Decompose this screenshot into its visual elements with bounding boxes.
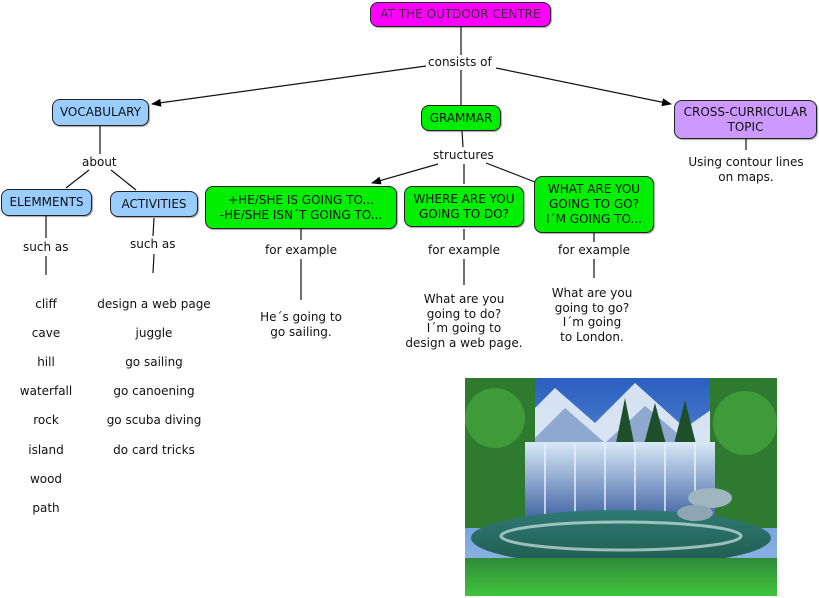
- concept-going-to[interactable]: +HE/SHE IS GOING TO... -HE/SHE ISN´T GOI…: [205, 186, 397, 229]
- concept-vocabulary[interactable]: VOCABULARY: [52, 99, 149, 126]
- connector: [110, 169, 137, 191]
- link-such-as-activities: such as: [128, 237, 178, 251]
- waterfall-landscape-photo: [465, 378, 777, 596]
- list-item: waterfall: [19, 384, 73, 399]
- link-such-as-elements: such as: [21, 240, 71, 254]
- list-item: go canoening: [113, 384, 195, 399]
- list-item: do card tricks: [113, 442, 195, 457]
- list-item: go sailing: [125, 354, 183, 369]
- concept-what-are-you[interactable]: WHAT ARE YOU GOING TO GO? I´M GOING TO..…: [534, 176, 654, 233]
- list-item: design a web page: [97, 296, 211, 311]
- list-item: juggle: [135, 325, 173, 340]
- list-item: path: [32, 500, 60, 515]
- link-consists-of: consists of: [426, 55, 494, 69]
- example-what: What are you going to go? I´m going to L…: [551, 286, 633, 344]
- list-item: wood: [29, 471, 63, 486]
- link-structures: structures: [431, 148, 496, 162]
- concept-root[interactable]: AT THE OUTDOOR CENTRE: [370, 2, 551, 27]
- activities-list: design a web page juggle go sailing go c…: [89, 282, 219, 472]
- cross-curricular-text: Using contour lines on maps.: [688, 155, 804, 184]
- concept-elements[interactable]: ELEMMENTS: [1, 189, 92, 216]
- connector: [152, 217, 155, 237]
- list-item: hill: [37, 354, 55, 369]
- link-for-example-2: for example: [426, 243, 502, 257]
- connector-arrow-going-to: [371, 163, 439, 185]
- concept-grammar[interactable]: GRAMMAR: [421, 105, 501, 131]
- list-item: cliff: [35, 296, 57, 311]
- example-going-to: He´s going to go sailing.: [260, 310, 342, 339]
- connector: [152, 253, 155, 274]
- connector-arrow-vocabulary: [151, 65, 427, 107]
- list-item: island: [28, 442, 64, 457]
- example-where: What are you going to do? I´m going to d…: [405, 292, 523, 350]
- list-item: cave: [31, 325, 61, 340]
- concept-activities[interactable]: ACTIVITIES: [110, 191, 198, 217]
- list-item: rock: [33, 413, 59, 428]
- concept-cross-curricular[interactable]: CROSS-CURRICULAR TOPIC: [674, 100, 817, 139]
- list-item: go scuba diving: [106, 413, 202, 428]
- connector-arrow-cross: [495, 67, 672, 107]
- concept-where-are-you[interactable]: WHERE ARE YOU GOING TO DO?: [404, 186, 524, 227]
- connector: [485, 162, 536, 183]
- link-for-example-1: for example: [263, 243, 339, 257]
- link-about: about: [80, 155, 119, 169]
- connector: [461, 130, 464, 148]
- connector: [65, 169, 90, 189]
- elements-list: cliff cave hill waterfall rock island wo…: [6, 282, 86, 530]
- link-for-example-3: for example: [556, 243, 632, 257]
